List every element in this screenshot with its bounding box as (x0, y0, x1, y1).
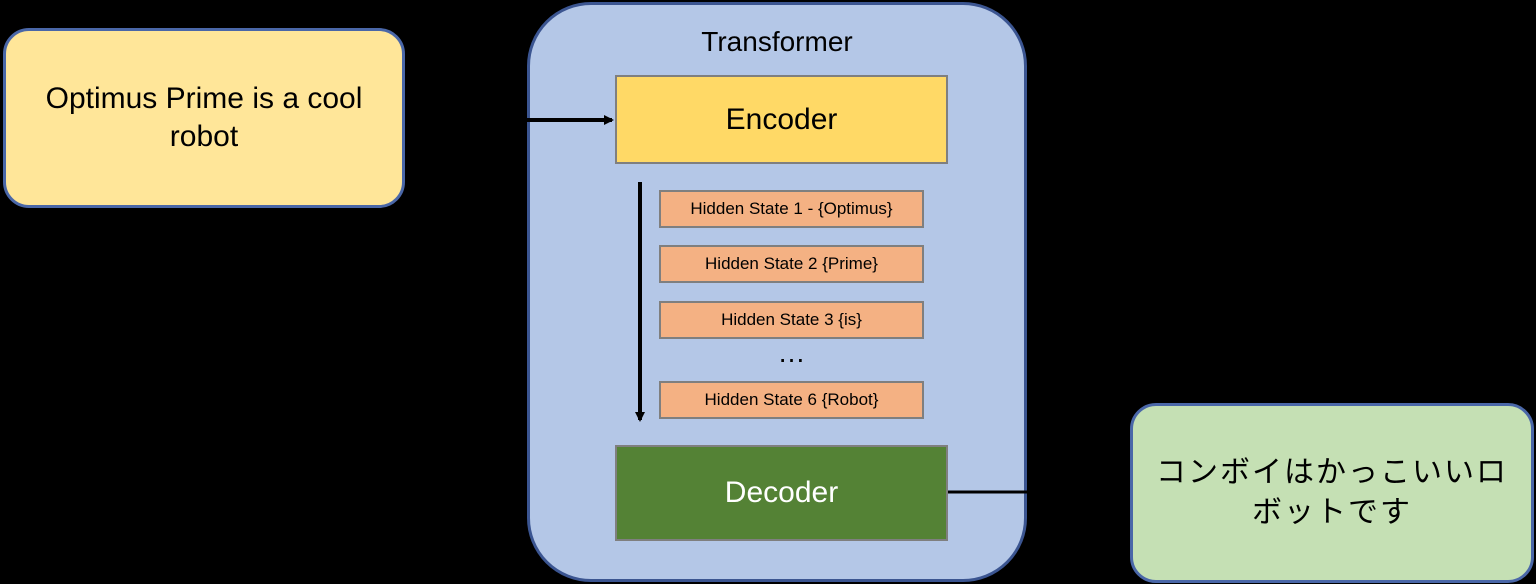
hidden-state-6: Hidden State 6 {Robot} (659, 381, 924, 419)
decoder-block: Decoder (615, 445, 948, 541)
hidden-state-label: Hidden State 2 {Prime} (705, 254, 878, 273)
hidden-state-label: Hidden State 1 - {Optimus} (690, 199, 893, 218)
hidden-state-ellipsis: … (777, 337, 806, 368)
output-sentence-text: コンボイはかっこいいロボットです (1156, 456, 1508, 529)
hidden-state-label: Hidden State 6 {Robot} (704, 390, 879, 409)
hidden-state-1: Hidden State 1 - {Optimus} (659, 190, 924, 228)
hidden-state-3: Hidden State 3 {is} (659, 301, 924, 339)
encoder-label: Encoder (725, 102, 838, 136)
hidden-state-2: Hidden State 2 {Prime} (659, 245, 924, 283)
input-sentence-text: Optimus Prime is a cool robot (45, 82, 363, 153)
transformer-title: Transformer (701, 26, 853, 57)
output-sentence-box: コンボイはかっこいいロボットです (1130, 403, 1534, 583)
decoder-label: Decoder (724, 476, 839, 509)
hidden-state-label: Hidden State 3 {is} (721, 310, 862, 329)
encoder-block: Encoder (615, 75, 948, 164)
input-sentence-box: Optimus Prime is a cool robot (3, 28, 405, 208)
